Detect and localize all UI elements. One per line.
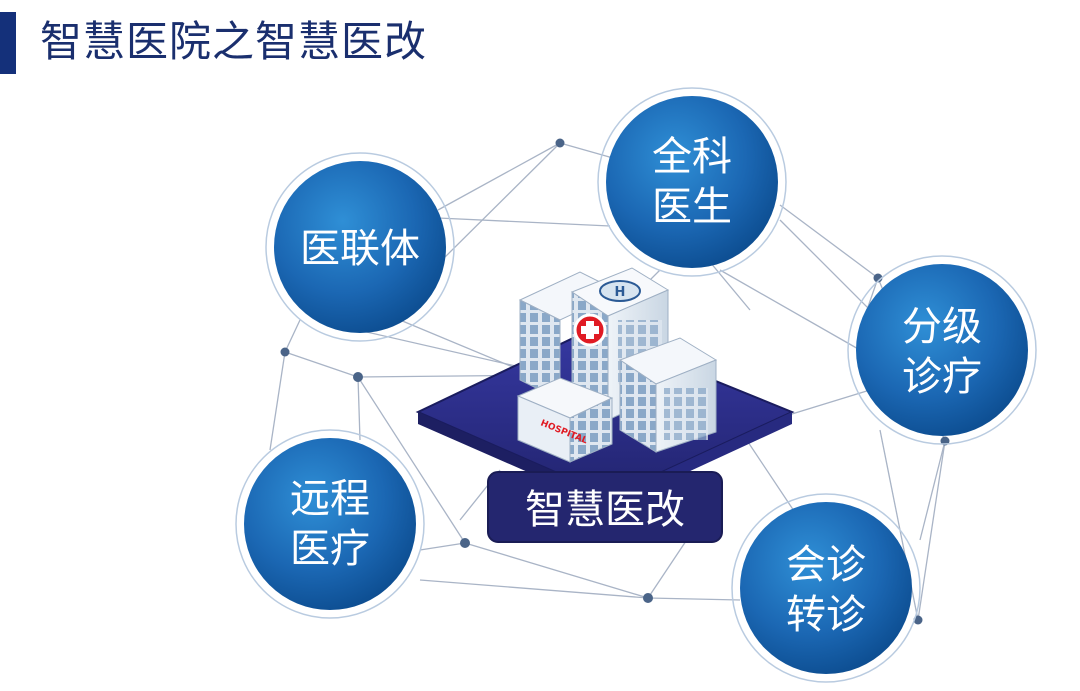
hospital-building-icon: H HOSPITAL [516,267,718,463]
node-label-line2: 诊疗 [902,354,982,400]
node-label-line2: 转诊 [786,592,866,638]
title-accent-bar [0,12,16,74]
red-cross-icon [573,313,607,347]
node-label-line1: 分级 [902,304,982,350]
node-label: 医联体 [300,226,420,272]
node-yuancheng-yiliao: 远程 医疗 [235,429,425,619]
helipad-icon: H [599,280,641,302]
node-quanke-yisheng: 全科 医生 [597,87,787,277]
node-huizhen-zhuanzhen: 会诊 转诊 [731,493,921,683]
node-label-line2: 医生 [652,184,732,230]
node-label-line1: 远程 [290,476,370,522]
node-yilianti: 医联体 [265,152,455,342]
center-label: 智慧医改 [525,487,685,533]
node-label-line1: 会诊 [786,542,866,588]
page-title: 智慧医院之智慧医改 [40,17,428,66]
node-label-line2: 医疗 [290,526,370,572]
node-label-line1: 全科 [652,134,732,180]
node-fenji-zhenliao: 分级 诊疗 [847,255,1037,445]
svg-text:H: H [615,285,626,300]
center-label-box: 智慧医改 [487,471,723,543]
